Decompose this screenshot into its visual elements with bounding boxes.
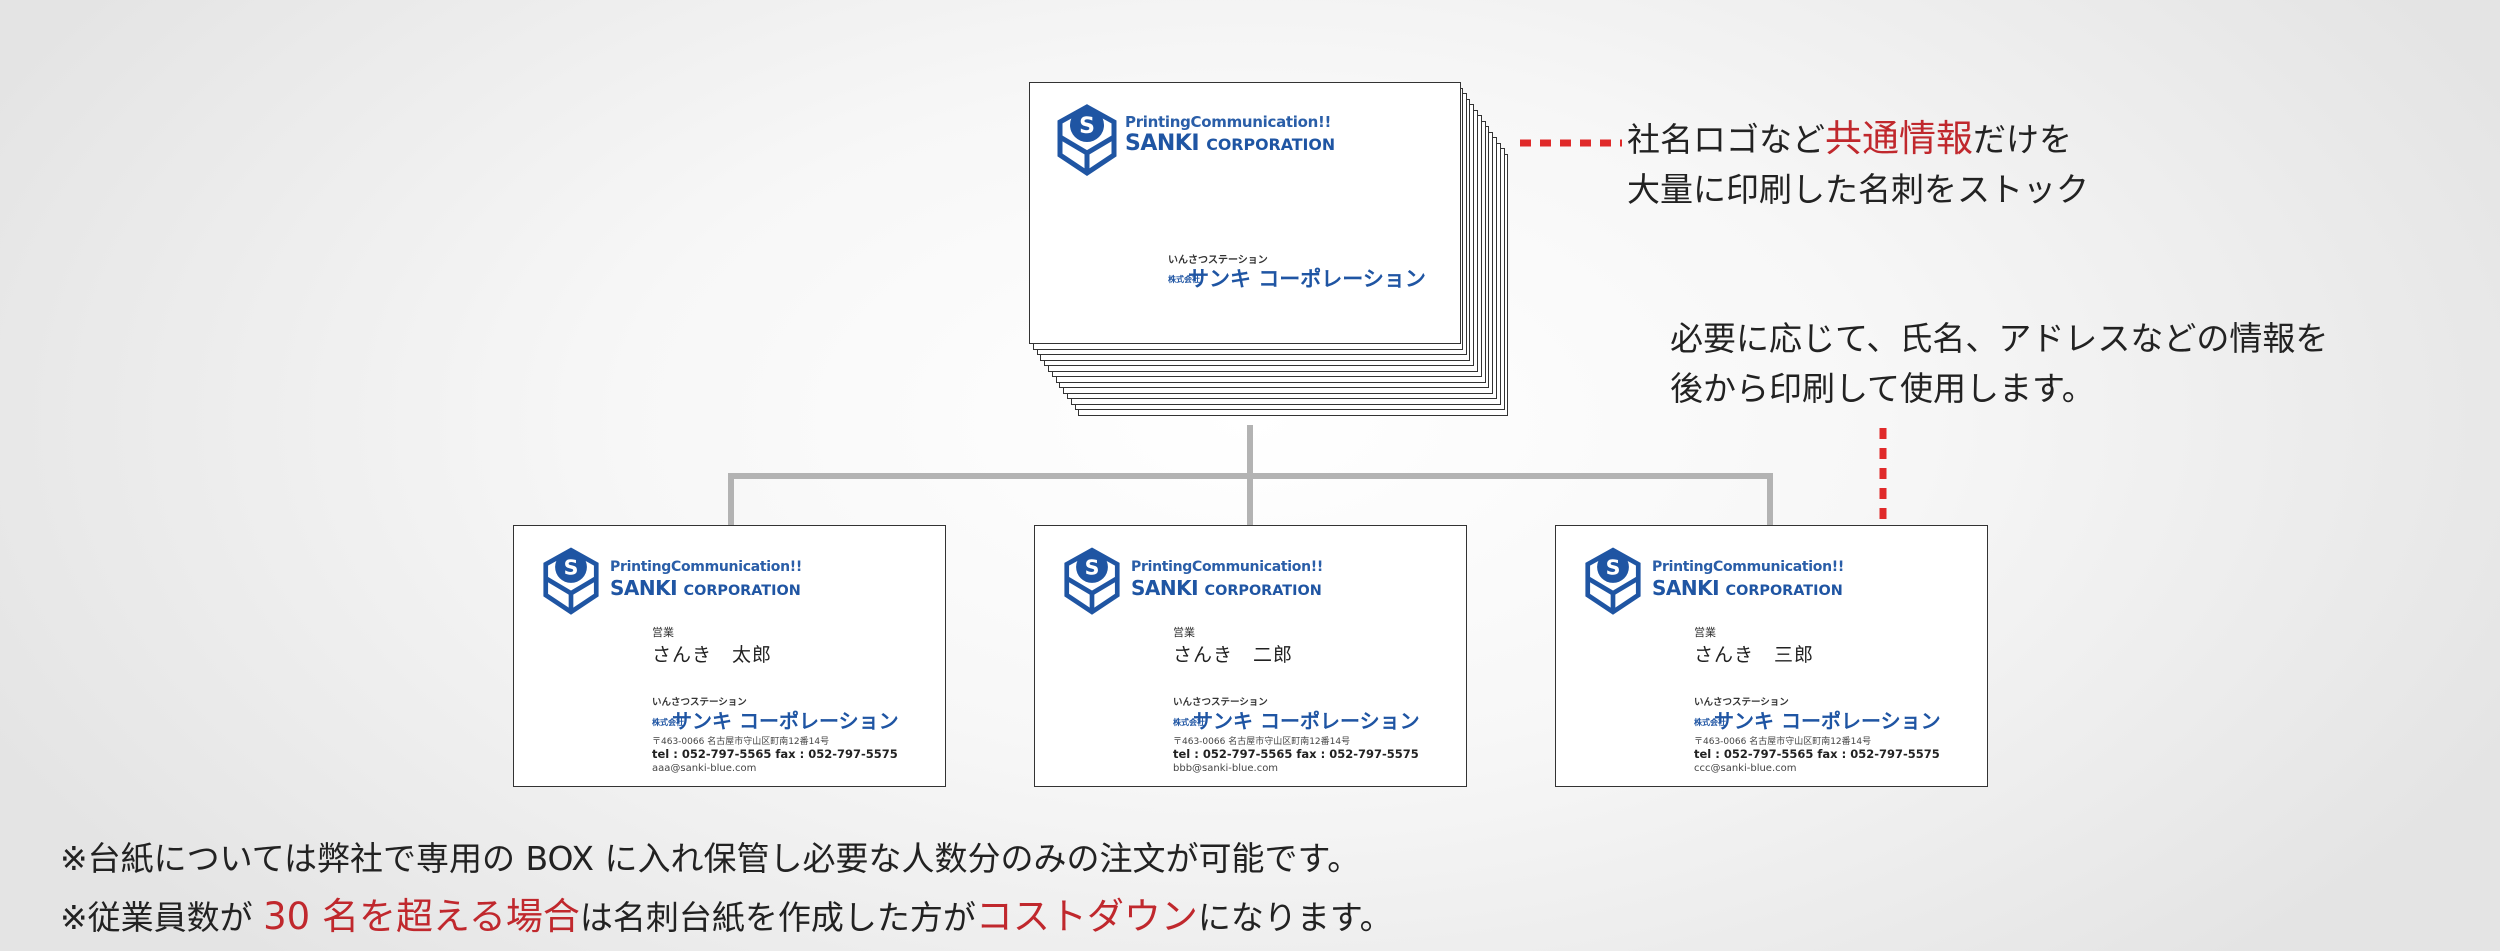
cube-logo-icon: S: [1057, 104, 1117, 177]
card-tel-fax: tel : 052-797-5565 fax : 052-797-5575: [1173, 747, 1419, 761]
card-tel-fax: tel : 052-797-5565 fax : 052-797-5575: [1694, 747, 1940, 761]
brand-tagline: PrintingCommunication!!: [1652, 559, 1844, 575]
card-email: bbb@sanki-blue.com: [1173, 763, 1279, 774]
cube-logo-icon: S: [543, 547, 599, 615]
business-card: S PrintingCommunication!!SANKI CORPORATIO…: [513, 525, 946, 787]
brand-name: SANKI CORPORATION: [1125, 131, 1336, 156]
svg-text:S: S: [1085, 556, 1100, 580]
business-card: S PrintingCommunication!!SANKI CORPORATIO…: [1034, 525, 1467, 787]
company-name: 株式会社サンキ コーポレーション: [1173, 709, 1420, 733]
brand-tagline: PrintingCommunication!!: [1125, 113, 1332, 131]
card-email: ccc@sanki-blue.com: [1694, 763, 1797, 774]
company-name: 株式会社サンキ コーポレーション: [652, 709, 899, 733]
card-tel-fax: tel : 052-797-5565 fax : 052-797-5575: [652, 747, 898, 761]
company-name: 株式会社サンキ コーポレーション: [1168, 267, 1426, 291]
card-person-name: さんき 三郎: [1694, 644, 1815, 666]
cube-logo-icon: S: [1585, 547, 1641, 615]
svg-text:S: S: [1079, 114, 1095, 139]
card-dept: 営業: [1694, 626, 1716, 639]
callout-common-info: 社名ロゴなど共通情報だけを 大量に印刷した名刺をストック: [1627, 117, 2089, 209]
brand-name: SANKI CORPORATION: [1652, 576, 1843, 600]
card-dept: 営業: [1173, 626, 1195, 639]
card-address: 〒463-0066 名古屋市守山区町南12番14号: [1173, 737, 1351, 747]
company-ruby: いんさつステーション: [1173, 697, 1268, 708]
callout-print-later: 必要に応じて、氏名、アドレスなどの情報を 後から印刷して使用します。: [1670, 319, 2329, 408]
company-ruby: いんさつステーション: [1694, 697, 1789, 708]
brand-tagline: PrintingCommunication!!: [610, 559, 802, 575]
brand-name: SANKI CORPORATION: [1131, 576, 1322, 600]
company-ruby: いんさつステーション: [652, 697, 747, 708]
card-person-name: さんき 太郎: [652, 644, 773, 666]
business-card: S PrintingCommunication!!SANKI CORPORATIO…: [1555, 525, 1988, 787]
card-address: 〒463-0066 名古屋市守山区町南12番14号: [652, 737, 830, 747]
card-person-name: さんき 二郎: [1173, 644, 1294, 666]
note-cost: ※従業員数が 30 名を超える場合は名刺台紙を作成した方がコストダウンになります…: [60, 895, 1393, 938]
svg-text:S: S: [1606, 556, 1621, 580]
card-email: aaa@sanki-blue.com: [652, 763, 757, 774]
company-ruby: いんさつステーション: [1168, 255, 1268, 266]
cube-logo-icon: S: [1064, 547, 1120, 615]
brand-tagline: PrintingCommunication!!: [1131, 559, 1323, 575]
note-storage: ※台紙については弊社で専用の BOX に入れ保管し必要な人数分のみの注文が可能で…: [60, 839, 1361, 878]
card-dept: 営業: [652, 626, 674, 639]
brand-name: SANKI CORPORATION: [610, 576, 801, 600]
company-name: 株式会社サンキ コーポレーション: [1694, 709, 1941, 733]
stock-card-top: S PrintingCommunication!! SANKI CORPORAT…: [1029, 82, 1461, 344]
svg-text:S: S: [564, 556, 579, 580]
card-address: 〒463-0066 名古屋市守山区町南12番14号: [1694, 737, 1872, 747]
